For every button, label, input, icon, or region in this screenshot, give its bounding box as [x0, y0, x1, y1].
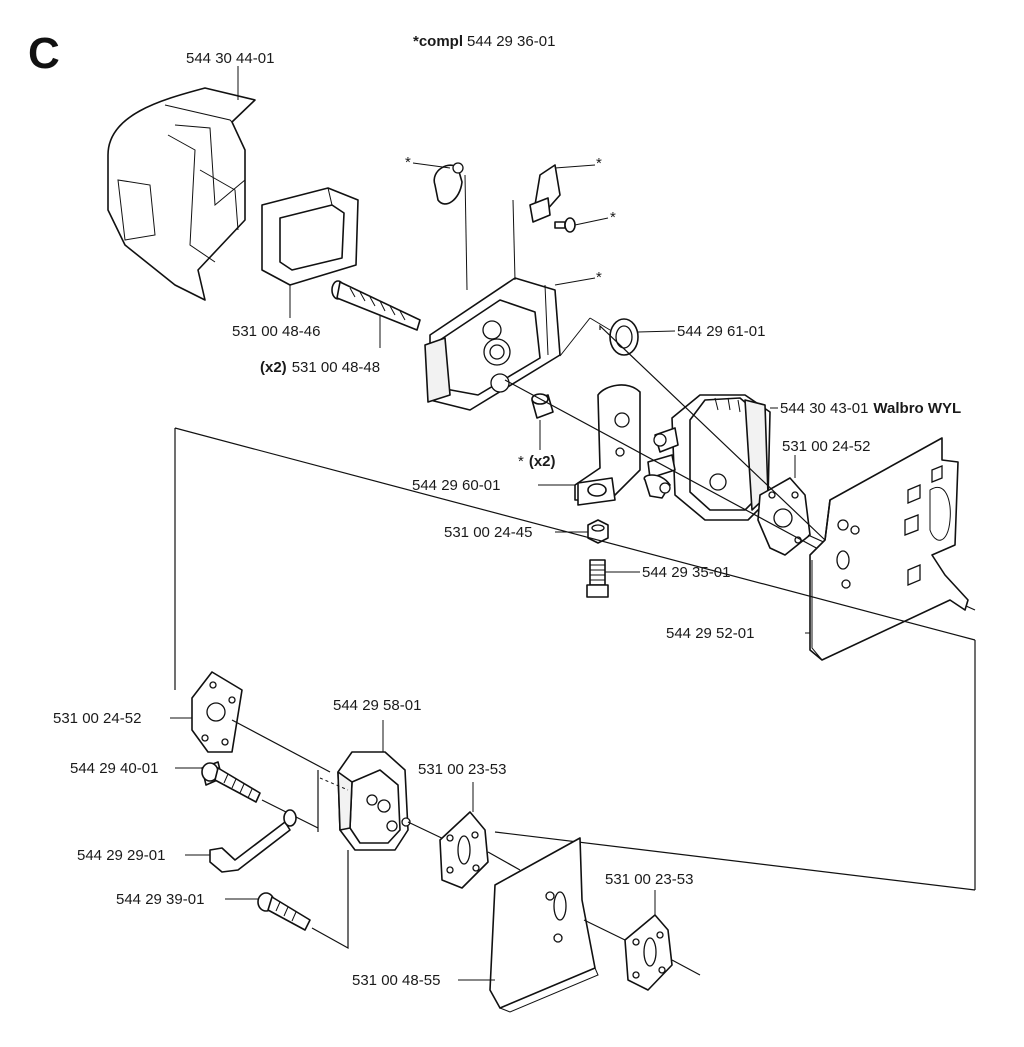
callout-air-filter-cover: 544 30 44-01	[186, 50, 274, 67]
header-number: 544 29 36-01	[467, 33, 555, 50]
callout-o-ring: 544 29 61-01	[677, 323, 765, 340]
star-callout-3: *	[610, 209, 616, 226]
callout-heat-shield: 544 29 52-01	[666, 625, 754, 642]
callout-choke-rod: 544 29 29-01	[77, 847, 165, 864]
callout-bolt-short: 544 29 39-01	[116, 891, 204, 908]
callout-screw: (x2) 531 00 48-48	[260, 359, 380, 376]
callout-gasket-lower: 531 00 23-53	[605, 871, 693, 888]
callout-nut: 531 00 24-45	[444, 524, 532, 541]
callout-screw-qty: (x2)	[260, 359, 287, 376]
long-bolt-part[interactable]	[201, 761, 261, 803]
callout-carburetor: 544 30 43-01 Walbro WYL	[780, 400, 961, 417]
callout-bracket: 544 29 60-01	[412, 477, 500, 494]
callout-spacer: * (x2)	[518, 453, 556, 470]
callout-gasket-right: 531 00 24-52	[782, 438, 870, 455]
mounting-bracket-part[interactable]	[574, 384, 641, 506]
nut-part[interactable]	[587, 519, 609, 544]
o-ring-part[interactable]	[609, 318, 639, 356]
primer-line-clip-part[interactable]	[433, 162, 464, 205]
air-filter-cover-part[interactable]	[107, 87, 256, 301]
throttle-lever-part[interactable]	[529, 164, 561, 223]
callout-gasket-left: 531 00 24-52	[53, 710, 141, 727]
long-screw-part[interactable]	[331, 280, 421, 331]
gasket-lower-part[interactable]	[624, 914, 673, 991]
carburetor-spacer-part[interactable]	[424, 277, 561, 411]
callout-air-filter: 531 00 48-46	[232, 323, 320, 340]
nipple-part[interactable]	[586, 559, 609, 598]
star-callout-2: *	[596, 155, 602, 172]
intake-adapter-part[interactable]	[337, 751, 411, 851]
callout-spacer-star: *	[518, 453, 524, 470]
callout-gasket-mid: 531 00 23-53	[418, 761, 506, 778]
header-prefix: *compl	[413, 33, 463, 50]
star-callout-4: *	[596, 269, 602, 286]
carburetor-part[interactable]	[643, 394, 771, 521]
gasket-mid-part[interactable]	[439, 811, 489, 889]
choke-rod-part[interactable]	[209, 809, 297, 873]
callout-carburetor-number: 544 30 43-01	[780, 400, 868, 417]
callout-bolt-long: 544 29 40-01	[70, 760, 158, 777]
callout-lower-plate: 531 00 48-55	[352, 972, 440, 989]
gasket-left-part[interactable]	[191, 671, 243, 753]
air-filter-part[interactable]	[261, 187, 359, 286]
gasket-right-part[interactable]	[757, 477, 811, 556]
heat-shield-plate-part[interactable]	[809, 437, 969, 661]
callout-intake-adapter: 544 29 58-01	[333, 697, 421, 714]
short-bolt-part[interactable]	[257, 892, 311, 931]
section-letter: C	[28, 29, 60, 78]
callout-screw-number: 531 00 48-48	[292, 359, 380, 376]
spacer-tube-part[interactable]	[531, 393, 554, 419]
callout-nipple: 544 29 35-01	[642, 564, 730, 581]
small-screw-part[interactable]	[554, 217, 576, 233]
callout-spacer-qty: (x2)	[529, 453, 556, 470]
lower-plate-part[interactable]	[489, 837, 599, 1013]
star-callout-1: *	[405, 154, 411, 171]
callout-carburetor-name: Walbro WYL	[873, 400, 961, 417]
